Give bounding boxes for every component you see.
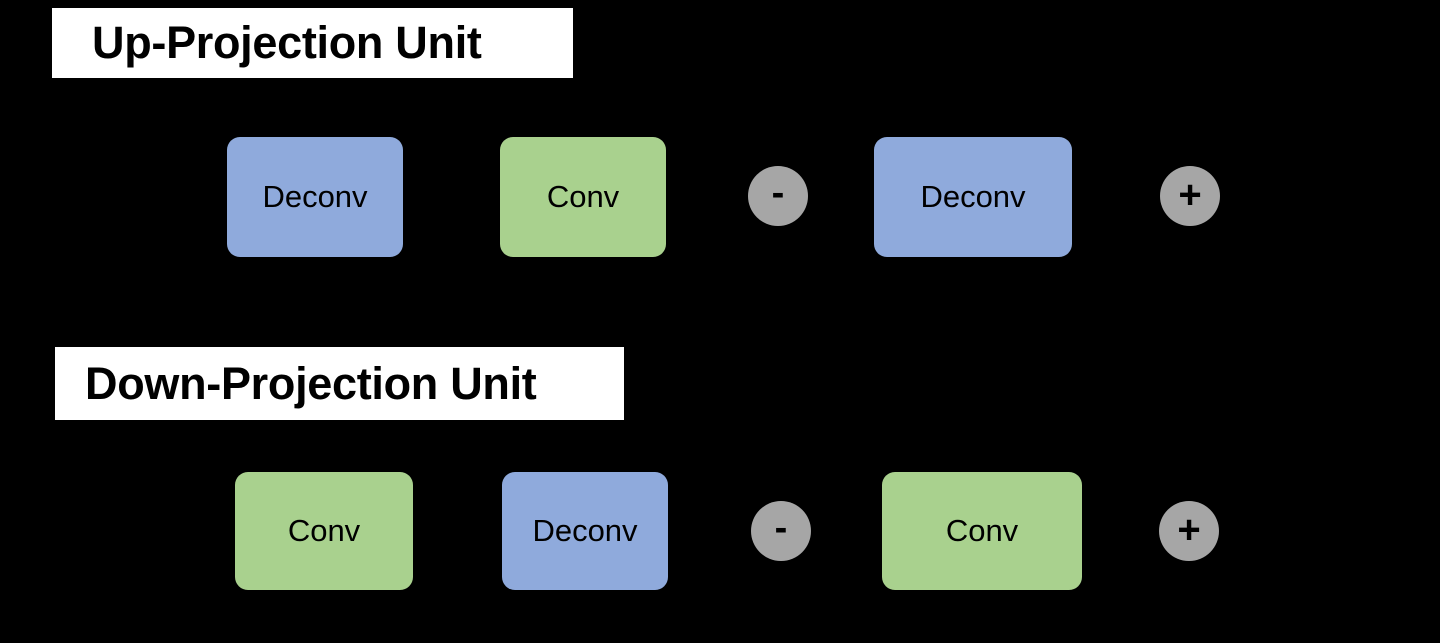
operator-plus-icon-down[interactable]: + — [1159, 501, 1219, 561]
node-up-deconv-2[interactable]: Deconv — [874, 137, 1072, 257]
operator-plus-icon-up[interactable]: + — [1160, 166, 1220, 226]
section-title-down-projection: Down-Projection Unit — [55, 347, 624, 420]
node-up-deconv-1[interactable]: Deconv — [227, 137, 403, 257]
section-title-up-projection: Up-Projection Unit — [52, 8, 573, 78]
node-down-conv-1[interactable]: Conv — [235, 472, 413, 590]
node-down-conv-2[interactable]: Conv — [882, 472, 1082, 590]
operator-minus-icon-up[interactable]: - — [748, 166, 808, 226]
node-up-conv-1[interactable]: Conv — [500, 137, 666, 257]
operator-minus-icon-down[interactable]: - — [751, 501, 811, 561]
node-down-deconv-1[interactable]: Deconv — [502, 472, 668, 590]
